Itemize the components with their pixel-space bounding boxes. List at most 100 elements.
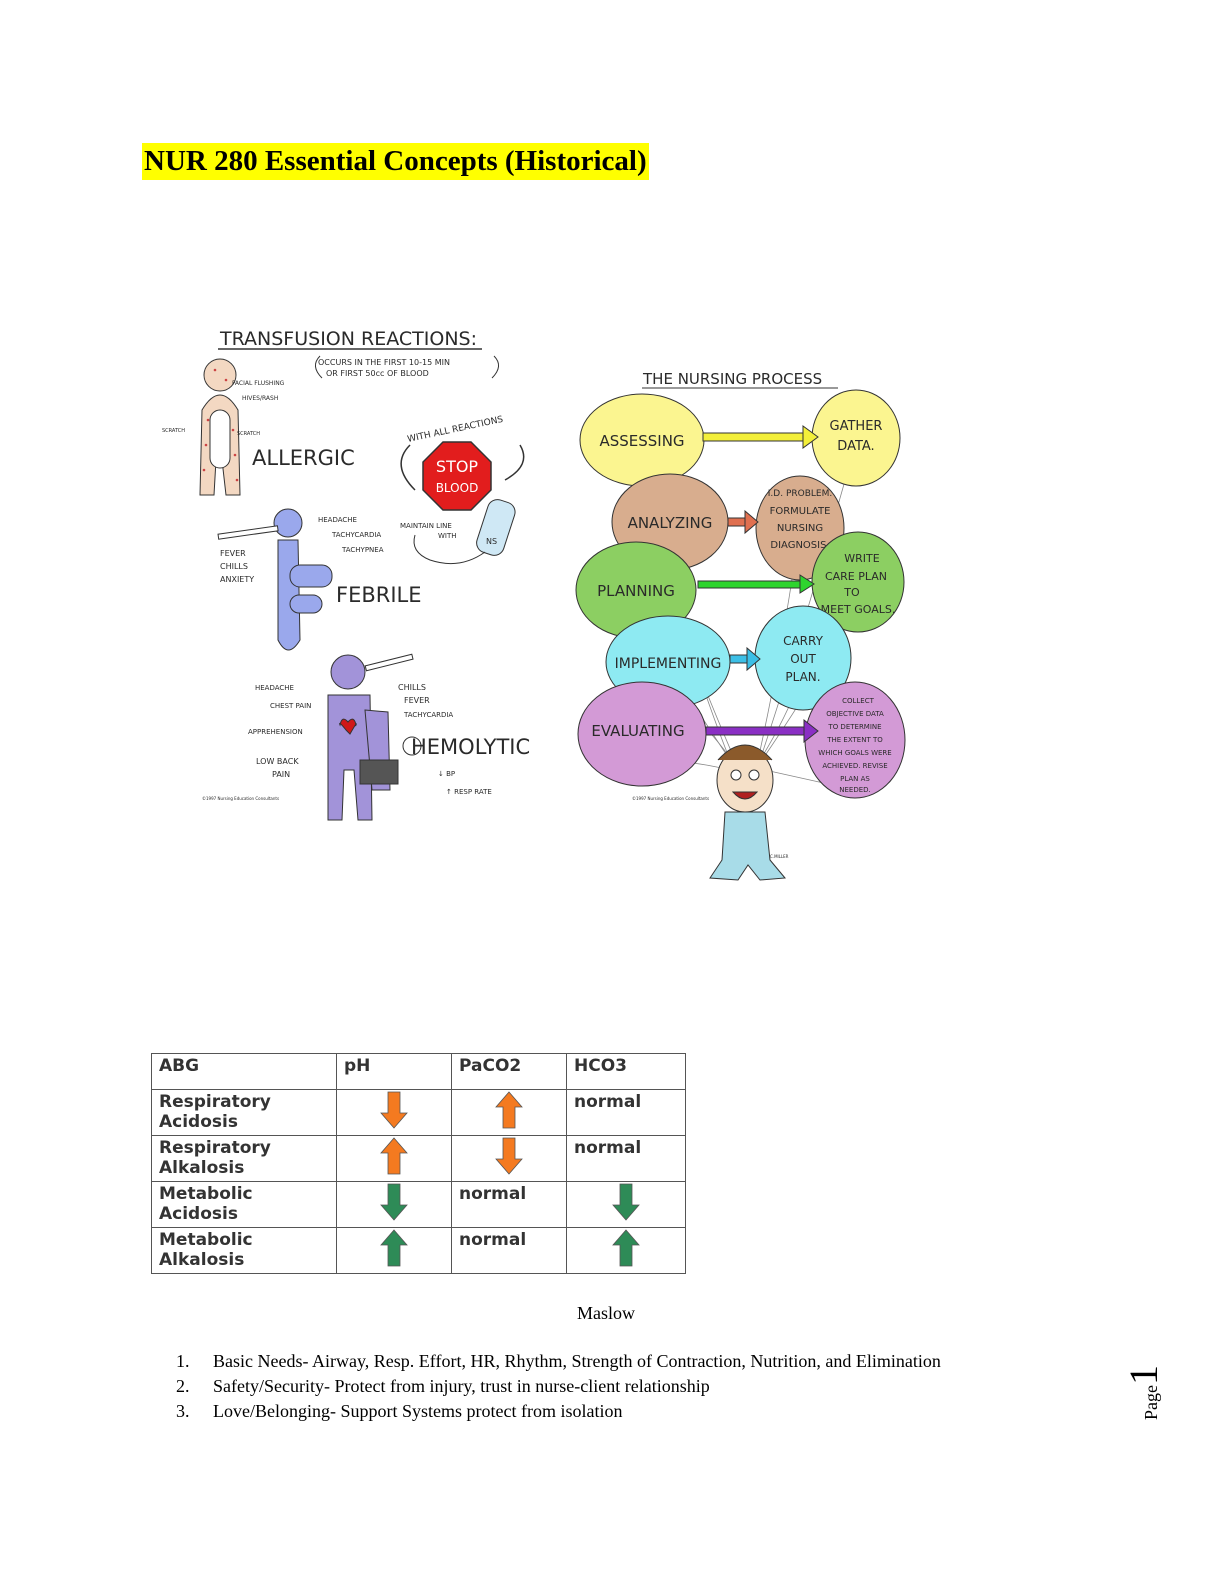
diag-2: FORMULATE: [770, 506, 831, 517]
carry-1: CARRY: [783, 634, 823, 648]
arrow-cell: [336, 1227, 452, 1274]
allergic-label: ALLERGIC: [252, 446, 355, 470]
down-arrow-icon: [495, 1137, 523, 1175]
plan-3: TO: [843, 586, 860, 599]
scratch-right: SCRATCH: [237, 431, 260, 437]
febrile-sign-r1: HEADACHE: [318, 516, 357, 524]
arrow-evaluating: [705, 718, 819, 744]
febrile-sign-r3: TACHYPNEA: [341, 546, 384, 554]
page-number: Page1: [1120, 1365, 1167, 1420]
list-text: Basic Needs- Airway, Resp. Effort, HR, R…: [213, 1351, 941, 1371]
allergic-sign-2: HIVES/RASH: [242, 395, 278, 402]
plan-2: CARE PLAN: [825, 570, 887, 583]
hco3-value: normal: [566, 1089, 686, 1136]
abg-header-abg: ABG: [151, 1053, 337, 1090]
list-number: 3.: [176, 1401, 190, 1421]
up-arrow-icon: [380, 1229, 408, 1267]
label-line: Metabolic: [159, 1184, 253, 1204]
transfusion-copyright: ©1997 Nursing Education Consultants: [202, 796, 279, 801]
thermometer-icon: [217, 525, 279, 540]
hemolytic-sign-l4: LOW BACK: [256, 757, 299, 766]
up-arrow-icon: [380, 1137, 408, 1175]
hemolytic-thermometer-icon: [364, 653, 414, 672]
carry-3: PLAN.: [785, 670, 820, 684]
step-analyzing: ANALYZING: [628, 514, 713, 532]
paco2-value: normal: [451, 1227, 567, 1274]
febrile-label: FEBRILE: [336, 583, 422, 607]
transfusion-heading: TRANSFUSION REACTIONS:: [219, 328, 477, 350]
label-line: Alkalosis: [159, 1250, 245, 1270]
hemolytic-sign-r1: CHILLS: [398, 683, 426, 692]
febrile-sign-l2: CHILLS: [220, 562, 248, 571]
diag-1: I.D. PROBLEM.: [768, 489, 832, 499]
nursing-copyright: ©1997 Nursing Education Consultants: [632, 796, 709, 801]
arrow-cell: [451, 1135, 567, 1182]
up-arrow-icon: [495, 1091, 523, 1129]
down-arrow-icon: [380, 1091, 408, 1129]
maslow-heading: Maslow: [577, 1303, 635, 1323]
febrile-sign-l3: ANXIETY: [220, 575, 254, 584]
list-item: 1.Basic Needs- Airway, Resp. Effort, HR,…: [176, 1349, 941, 1374]
blood-text: BLOOD: [436, 481, 479, 495]
abg-header-hco3: HCO3: [566, 1053, 686, 1090]
label-line: Respiratory: [159, 1092, 271, 1112]
step-evaluating: EVALUATING: [591, 722, 684, 740]
with-all-reactions: WITH ALL REACTIONS: [407, 415, 505, 445]
eval-7: PLAN AS: [840, 775, 870, 783]
maslow-list: 1.Basic Needs- Airway, Resp. Effort, HR,…: [176, 1349, 941, 1424]
list-number: 2.: [176, 1376, 190, 1396]
transfusion-reactions-illustration: TRANSFUSION REACTIONS: OCCURS IN THE FIR…: [162, 328, 530, 821]
ns-bag-icon: [476, 499, 516, 556]
hemolytic-sign-l2: CHEST PAIN: [270, 702, 311, 710]
hemolytic-sign-r3: TACHYCARDIA: [403, 711, 453, 719]
arrow-analyzing: [727, 509, 759, 535]
febrile-figure: [273, 508, 333, 651]
eval-2: OBJECTIVE DATA: [826, 710, 884, 718]
eval-4: THE EXTENT TO: [826, 736, 883, 744]
maintain-with: WITH: [438, 532, 457, 540]
arrow-cell: [336, 1135, 452, 1182]
hemolytic-sign-b1: ↓ BP: [438, 770, 455, 778]
eval-8: NEEDED.: [839, 786, 871, 794]
arrow-cell: [336, 1089, 452, 1136]
document-title: NUR 280 Essential Concepts (Historical): [142, 143, 649, 180]
eval-6: ACHIEVED. REVISE: [822, 762, 887, 770]
arrow-planning: [697, 574, 815, 594]
list-item: 3. Love/Belonging- Support Systems protec…: [176, 1399, 941, 1424]
gather-text: GATHER: [830, 419, 883, 434]
arrow-cell: [451, 1089, 567, 1136]
label-line: Acidosis: [159, 1204, 238, 1224]
step-implementing: IMPLEMENTING: [615, 656, 722, 672]
allergic-figure: [199, 358, 241, 496]
febrile-sign-r2: TACHYCARDIA: [331, 531, 381, 539]
diag-4: DIAGNOSIS.: [770, 540, 829, 551]
transfusion-note-1: OCCURS IN THE FIRST 10-15 MIN: [318, 358, 450, 367]
balloon-care-plan: [811, 531, 905, 633]
febrile-sign-l1: FEVER: [220, 549, 246, 558]
eval-5: WHICH GOALS WERE: [818, 749, 891, 757]
hemolytic-sign-l3: APPREHENSION: [248, 728, 303, 736]
hemolytic-sign-l1: HEADACHE: [255, 684, 294, 692]
up-arrow-icon: [612, 1229, 640, 1267]
arrow-assessing: [702, 425, 819, 449]
list-text: Love/Belonging- Support Systems protect …: [213, 1401, 623, 1421]
plan-1: WRITE: [844, 552, 879, 565]
arrow-cell: [566, 1227, 686, 1274]
abg-header-row: ABG pH PaCO2 HCO3: [151, 1053, 686, 1090]
plan-4: MEET GOALS.: [821, 603, 896, 616]
list-item: 2.Safety/Security- Protect from injury, …: [176, 1374, 941, 1399]
nursing-signature: C.MILLER: [770, 854, 789, 859]
nurse-figure: [709, 744, 787, 881]
hco3-value: normal: [566, 1135, 686, 1182]
carry-2: OUT: [790, 652, 816, 666]
label-line: Respiratory: [159, 1138, 271, 1158]
hemolytic-figure: [327, 654, 422, 821]
step-planning: PLANNING: [597, 582, 675, 600]
data-text: DATA.: [837, 439, 874, 454]
